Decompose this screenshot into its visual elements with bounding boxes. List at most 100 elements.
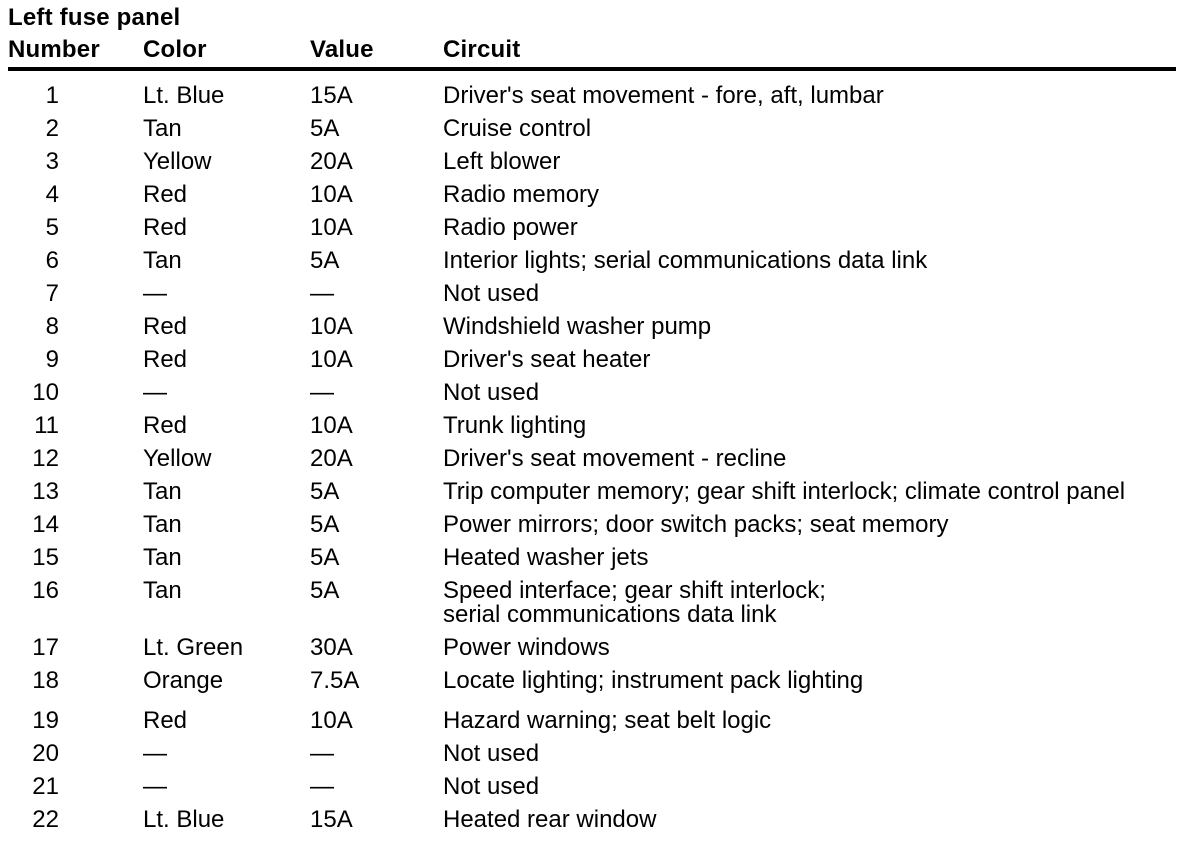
cell-circuit: Not used: [443, 739, 540, 767]
cell-number: 10: [32, 378, 59, 406]
cell-color: Lt. Green: [143, 633, 244, 661]
cell-number: 16: [32, 576, 59, 604]
cell-number: 12: [32, 444, 59, 472]
cell-number: 1: [45, 81, 59, 109]
column-header-color: Color: [143, 36, 207, 63]
cell-value: 10A: [310, 345, 353, 373]
table-row: 10 — — Not used: [8, 376, 1184, 409]
cell-color: —: [143, 279, 167, 307]
cell-color: Tan: [143, 543, 182, 571]
cell-number: 3: [45, 147, 59, 175]
cell-color: Yellow: [143, 147, 212, 175]
cell-number: 13: [32, 477, 59, 505]
cell-number: 7: [45, 279, 59, 307]
table-row: 3 Yellow 20A Left blower: [8, 145, 1184, 178]
cell-color: —: [143, 378, 167, 406]
cell-value: 5A: [310, 114, 340, 142]
cell-circuit: Driver's seat movement - fore, aft, lumb…: [443, 81, 884, 109]
table-row: 6 Tan 5A Interior lights; serial communi…: [8, 244, 1184, 277]
cell-circuit: Left blower: [443, 147, 561, 175]
cell-value: 10A: [310, 180, 353, 208]
cell-circuit: Interior lights; serial communications d…: [443, 246, 928, 274]
cell-circuit: Not used: [443, 772, 540, 800]
cell-value: —: [310, 739, 334, 767]
table-row: 16 Tan 5A Speed interface; gear shift in…: [8, 574, 1184, 631]
cell-color: Tan: [143, 576, 182, 604]
cell-circuit: Radio memory: [443, 180, 600, 208]
cell-value: 5A: [310, 246, 340, 274]
cell-color: —: [143, 739, 167, 767]
cell-color: Red: [143, 411, 188, 439]
cell-value: 5A: [310, 576, 340, 604]
cell-color: Tan: [143, 114, 182, 142]
column-header-value: Value: [310, 36, 374, 63]
table-row: 17 Lt. Green 30A Power windows: [8, 631, 1184, 664]
cell-number: 17: [32, 633, 59, 661]
cell-circuit: Windshield washer pump: [443, 312, 712, 340]
cell-value: 5A: [310, 477, 340, 505]
cell-value: 15A: [310, 81, 353, 109]
cell-number: 21: [32, 772, 59, 800]
table-row: 2 Tan 5A Cruise control: [8, 112, 1184, 145]
cell-number: 15: [32, 543, 59, 571]
cell-number: 9: [45, 345, 59, 373]
cell-number: 4: [45, 180, 59, 208]
cell-color: Red: [143, 345, 188, 373]
table-rows: 1 Lt. Blue 15A Driver's seat movement - …: [8, 79, 1184, 836]
table-row: 4 Red 10A Radio memory: [8, 178, 1184, 211]
page-title: Left fuse panel: [8, 4, 181, 31]
cell-circuit: Radio power: [443, 213, 578, 241]
cell-color: Red: [143, 312, 188, 340]
table-row: 14 Tan 5A Power mirrors; door switch pac…: [8, 508, 1184, 541]
cell-circuit: Not used: [443, 378, 540, 406]
cell-value: 20A: [310, 147, 353, 175]
cell-number: 5: [45, 213, 59, 241]
table-row: 11 Red 10A Trunk lighting: [8, 409, 1184, 442]
table-row: 22 Lt. Blue 15A Heated rear window: [8, 803, 1184, 836]
table-header-row: Number Color Value Circuit: [8, 37, 1184, 67]
table-row: 8 Red 10A Windshield washer pump: [8, 310, 1184, 343]
cell-color: Yellow: [143, 444, 212, 472]
table-row: 7 — — Not used: [8, 277, 1184, 310]
cell-color: Lt. Blue: [143, 805, 225, 833]
cell-color: Tan: [143, 477, 182, 505]
cell-circuit: Not used: [443, 279, 540, 307]
table-row: 19 Red 10A Hazard warning; seat belt log…: [8, 704, 1184, 737]
cell-color: Red: [143, 213, 188, 241]
cell-number: 6: [45, 246, 59, 274]
cell-circuit: Heated rear window: [443, 805, 657, 833]
cell-number: 2: [45, 114, 59, 142]
cell-color: Lt. Blue: [143, 81, 225, 109]
cell-circuit: Power windows: [443, 633, 610, 661]
table-row: 12 Yellow 20A Driver's seat movement - r…: [8, 442, 1184, 475]
cell-number: 19: [32, 706, 59, 734]
cell-color: Tan: [143, 510, 182, 538]
cell-circuit: Hazard warning; seat belt logic: [443, 706, 772, 734]
table-row: 15 Tan 5A Heated washer jets: [8, 541, 1184, 574]
cell-value: 30A: [310, 633, 353, 661]
cell-circuit: Driver's seat heater: [443, 345, 651, 373]
cell-value: 5A: [310, 510, 340, 538]
cell-value: 20A: [310, 444, 353, 472]
cell-circuit: Locate lighting; instrument pack lightin…: [443, 666, 864, 694]
table-row: 13 Tan 5A Trip computer memory; gear shi…: [8, 475, 1184, 508]
cell-circuit: Driver's seat movement - recline: [443, 444, 787, 472]
fuse-panel-page: Left fuse panel Number Color Value Circu…: [8, 5, 1184, 836]
cell-circuit: Speed interface; gear shift interlock; s…: [443, 576, 826, 628]
cell-circuit: Cruise control: [443, 114, 592, 142]
cell-number: 8: [45, 312, 59, 340]
cell-value: 10A: [310, 706, 353, 734]
cell-value: 10A: [310, 312, 353, 340]
column-header-circuit: Circuit: [443, 36, 521, 63]
cell-value: 10A: [310, 213, 353, 241]
cell-number: 14: [32, 510, 59, 538]
cell-circuit: Trip computer memory; gear shift interlo…: [443, 477, 1126, 505]
cell-value: 15A: [310, 805, 353, 833]
cell-value: 7.5A: [310, 666, 360, 694]
cell-color: Red: [143, 180, 188, 208]
cell-value: —: [310, 772, 334, 800]
cell-color: Orange: [143, 666, 224, 694]
cell-number: 22: [32, 805, 59, 833]
table-row: 18 Orange 7.5A Locate lighting; instrume…: [8, 664, 1184, 697]
table-row: 5 Red 10A Radio power: [8, 211, 1184, 244]
